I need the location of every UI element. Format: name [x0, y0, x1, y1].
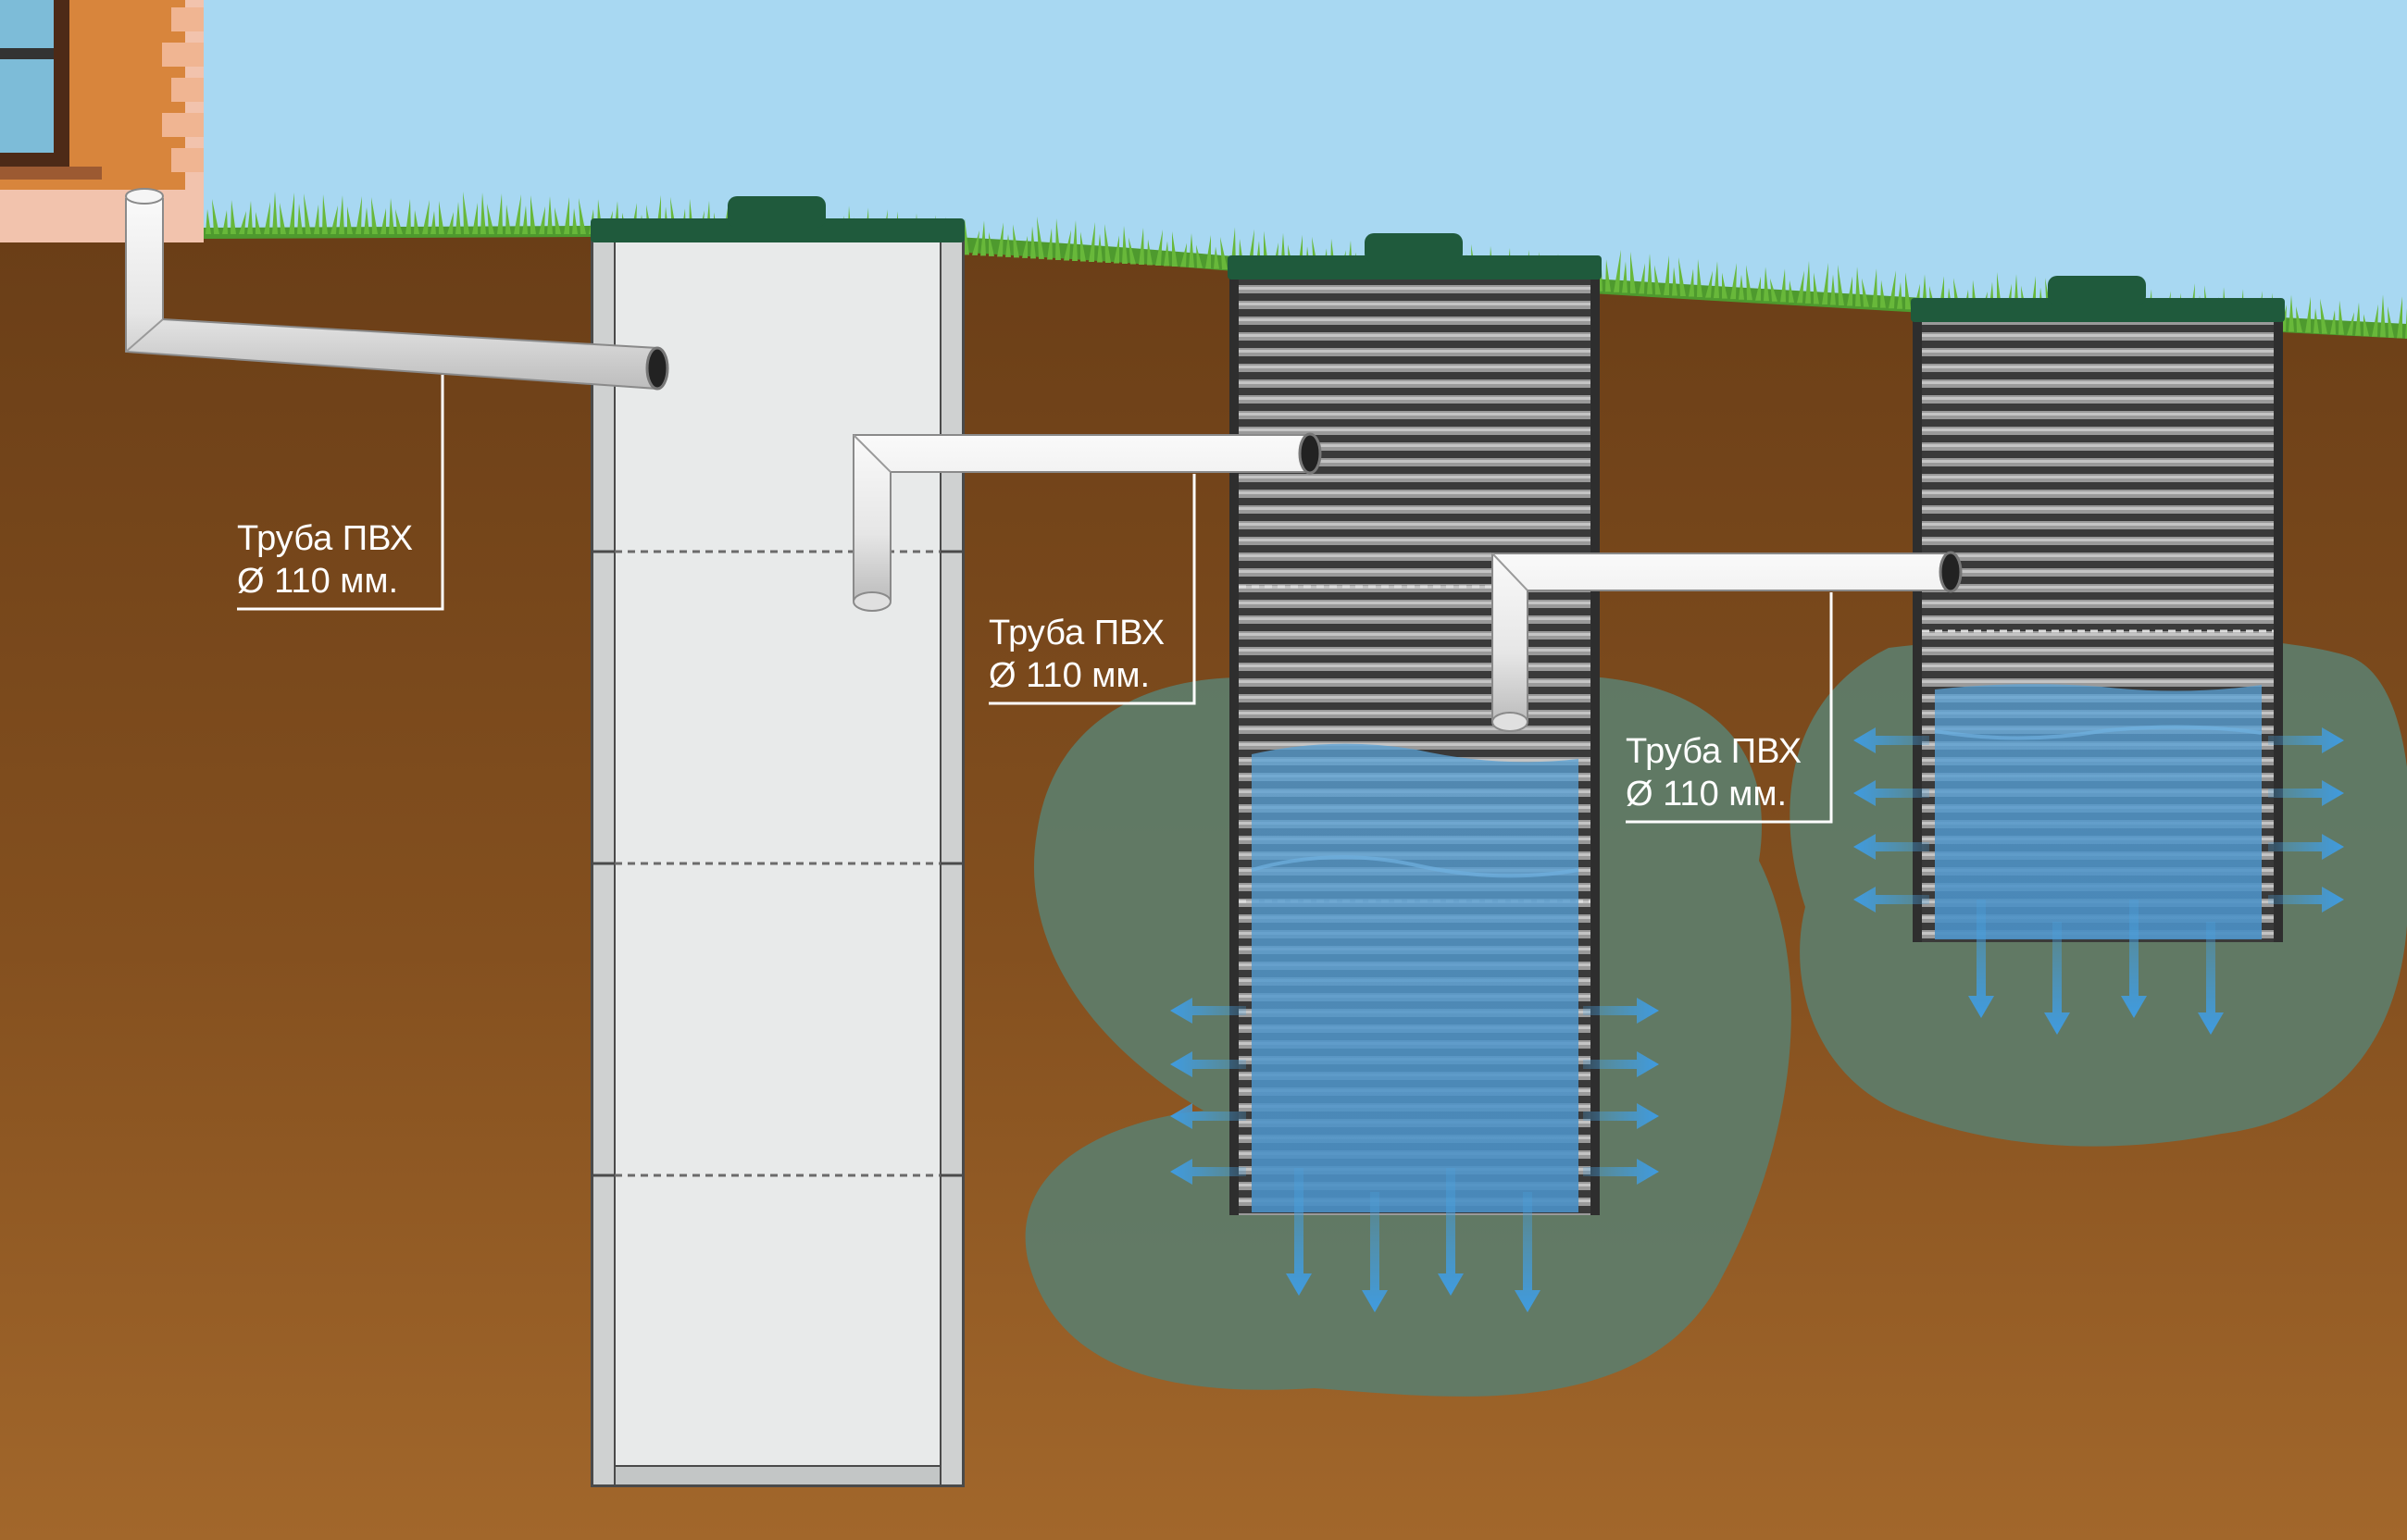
pipe-label-2: Труба ПВХ Ø 110 мм.	[989, 474, 1196, 705]
water-level-2	[1935, 684, 2262, 939]
arrow-icon	[1286, 1168, 1312, 1296]
arrow-icon	[1853, 834, 1929, 860]
arrow-icon	[1362, 1192, 1388, 1312]
outflow-arrows	[1170, 727, 2344, 1312]
arrow-icon	[2268, 887, 2344, 913]
arrow-icon	[1170, 1159, 1246, 1185]
arrow-icon	[1170, 998, 1246, 1024]
arrow-icon	[1583, 1103, 1659, 1129]
arrow-icon	[1170, 1103, 1246, 1129]
pipe-label-2-line1: Труба ПВХ	[989, 614, 1165, 652]
pvc-pipe-1	[125, 188, 669, 391]
water-level-1	[1252, 743, 1578, 1212]
pipe-label-3-line2: Ø 110 мм.	[1626, 775, 1787, 813]
pipe-label-3-line1: Труба ПВХ	[1626, 732, 1802, 771]
arrow-icon	[1853, 780, 1929, 806]
filtration-well-2	[1911, 276, 2285, 942]
pipe-label-3: Труба ПВХ Ø 110 мм.	[1626, 592, 1833, 824]
arrow-icon	[2198, 922, 2224, 1035]
arrow-icon	[1438, 1168, 1464, 1296]
septic-tank-1	[591, 196, 965, 1487]
pipe-label-1-line2: Ø 110 мм.	[237, 562, 398, 601]
arrow-icon	[1170, 1051, 1246, 1077]
tank-lid	[1911, 276, 2285, 322]
arrow-icon	[1583, 1159, 1659, 1185]
arrow-icon	[1853, 887, 1929, 913]
arrow-icon	[1968, 900, 1994, 1018]
arrow-icon	[1583, 998, 1659, 1024]
pipe-label-1: Труба ПВХ Ø 110 мм.	[237, 375, 444, 611]
pvc-pipe-2	[853, 432, 1322, 612]
arrow-icon	[2268, 780, 2344, 806]
arrow-icon	[1853, 727, 1929, 753]
pipe-label-2-line2: Ø 110 мм.	[989, 656, 1150, 695]
tank-lid	[1228, 233, 1602, 279]
arrow-icon	[2268, 834, 2344, 860]
arrow-icon	[1515, 1192, 1540, 1312]
arrow-icon	[2121, 900, 2147, 1018]
pipe-label-1-line1: Труба ПВХ	[237, 519, 413, 558]
arrow-icon	[2044, 922, 2070, 1035]
filtration-well-1	[1228, 233, 1602, 1215]
tank-lid	[591, 196, 965, 242]
arrow-icon	[2268, 727, 2344, 753]
arrow-icon	[1583, 1051, 1659, 1077]
house	[0, 0, 204, 242]
pvc-pipe-3	[1491, 551, 1963, 732]
